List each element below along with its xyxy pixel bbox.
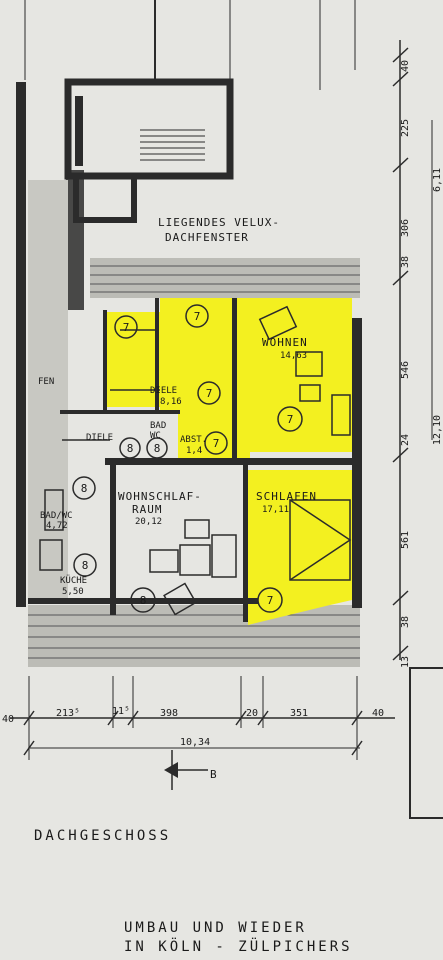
dim-right-40: 40 — [400, 60, 411, 72]
project-title-line1: UMBAU UND WIEDER — [124, 920, 307, 936]
bad-left-label: BAD/WC — [40, 511, 73, 521]
svg-text:8: 8 — [81, 482, 88, 495]
wohnen-label: WOHNEN — [262, 336, 308, 349]
dim-right-561: 561 — [400, 531, 411, 549]
svg-text:7: 7 — [267, 594, 274, 607]
svg-text:7: 7 — [287, 413, 294, 426]
roof-hatch-top — [90, 258, 360, 298]
wohnen-area: 14,63 — [280, 351, 307, 361]
dim-bottom-40b: 40 — [372, 708, 384, 719]
bad-label-line1: BAD — [150, 421, 166, 431]
svg-text:8: 8 — [82, 559, 89, 572]
svg-text:8: 8 — [127, 442, 134, 455]
roof-hatch-bottom — [28, 605, 360, 667]
dim-right-13: 13 — [400, 656, 411, 668]
project-title-line2: IN KÖLN - ZÜLPICHERS — [124, 937, 353, 955]
dim-right-38: 38 — [400, 256, 411, 268]
title-block-frame — [409, 667, 443, 819]
velux-label-line2: DACHFENSTER — [165, 231, 249, 244]
floor-name: DACHGESCHOSS — [34, 828, 171, 844]
dim-right-225: 225 — [400, 119, 411, 137]
diele-bottom-label: DIELE — [86, 433, 113, 443]
dim-bottom-20: 20 — [246, 708, 258, 719]
abst-area: 1,4 — [186, 446, 202, 456]
dim-right-611: 6,11 — [432, 168, 443, 192]
highlight-wohnen — [235, 298, 352, 460]
svg-text:7: 7 — [206, 387, 213, 400]
walls — [28, 298, 362, 622]
highlight-schlafen — [248, 470, 352, 625]
furniture-lines — [39, 305, 352, 616]
velux-label-line1: LIEGENDES VELUX- — [158, 216, 280, 229]
left-inner-wall — [66, 170, 84, 310]
svg-text:7: 7 — [213, 437, 220, 450]
svg-text:8: 8 — [140, 594, 147, 607]
dim-bottom-40: 40 — [2, 714, 14, 725]
fen-label: FEN — [38, 377, 54, 387]
section-marker: B — [164, 750, 218, 790]
bad-label-line2: WC — [150, 431, 161, 441]
room-number-labels: 7 7 7 7 8 8 7 8 8 8 7 — [81, 310, 294, 607]
wohnschlafraum-label-line2: RAUM — [132, 503, 163, 516]
right-dimension-chain: 40 225 306 38 546 24 561 38 13 6,11 12,1… — [392, 40, 443, 668]
kueche-label: KÜCHE — [60, 575, 87, 586]
dim-right-546: 546 — [400, 361, 411, 379]
dim-right-24: 24 — [400, 434, 411, 446]
svg-text:7: 7 — [194, 310, 201, 323]
highlight-bad — [105, 312, 160, 407]
wohnschlafraum-area: 20,12 — [135, 517, 162, 527]
dim-right-1210: 12,10 — [432, 415, 443, 445]
dim-total: 10,34 — [180, 737, 210, 748]
stairwell — [64, 78, 234, 223]
dim-bottom-115: 11⁵ — [112, 706, 130, 717]
upper-structure — [24, 0, 356, 90]
wohnschlafraum-label-line1: WOHNSCHLAF- — [118, 490, 202, 503]
schlafen-label: SCHLAFEN — [256, 490, 317, 503]
bad-left-area: 4,72 — [46, 521, 68, 531]
section-marker-letter: B — [210, 768, 218, 781]
dim-right-306: 306 — [400, 219, 411, 237]
room-number-circles — [72, 304, 303, 613]
bottom-dimension-chain: 40 213⁵ 11⁵ 398 20 351 40 10,34 — [2, 676, 395, 760]
left-outer-wall — [16, 82, 26, 607]
dim-bottom-2135: 213⁵ — [56, 708, 80, 719]
svg-text:7: 7 — [123, 321, 130, 334]
left-hatch-zone — [28, 180, 68, 600]
diele-top-area: 8,16 — [160, 397, 182, 407]
dim-right-38b: 38 — [400, 616, 411, 628]
dim-bottom-351: 351 — [290, 708, 308, 719]
svg-text:8: 8 — [154, 442, 161, 455]
diele-top-label: DIELE — [150, 386, 177, 396]
highlight-areas — [105, 298, 352, 625]
abst-label: ABST. — [180, 435, 207, 445]
kueche-area: 5,50 — [62, 587, 84, 597]
dim-bottom-398: 398 — [160, 708, 178, 719]
schlafen-area: 17,11 — [262, 505, 289, 515]
